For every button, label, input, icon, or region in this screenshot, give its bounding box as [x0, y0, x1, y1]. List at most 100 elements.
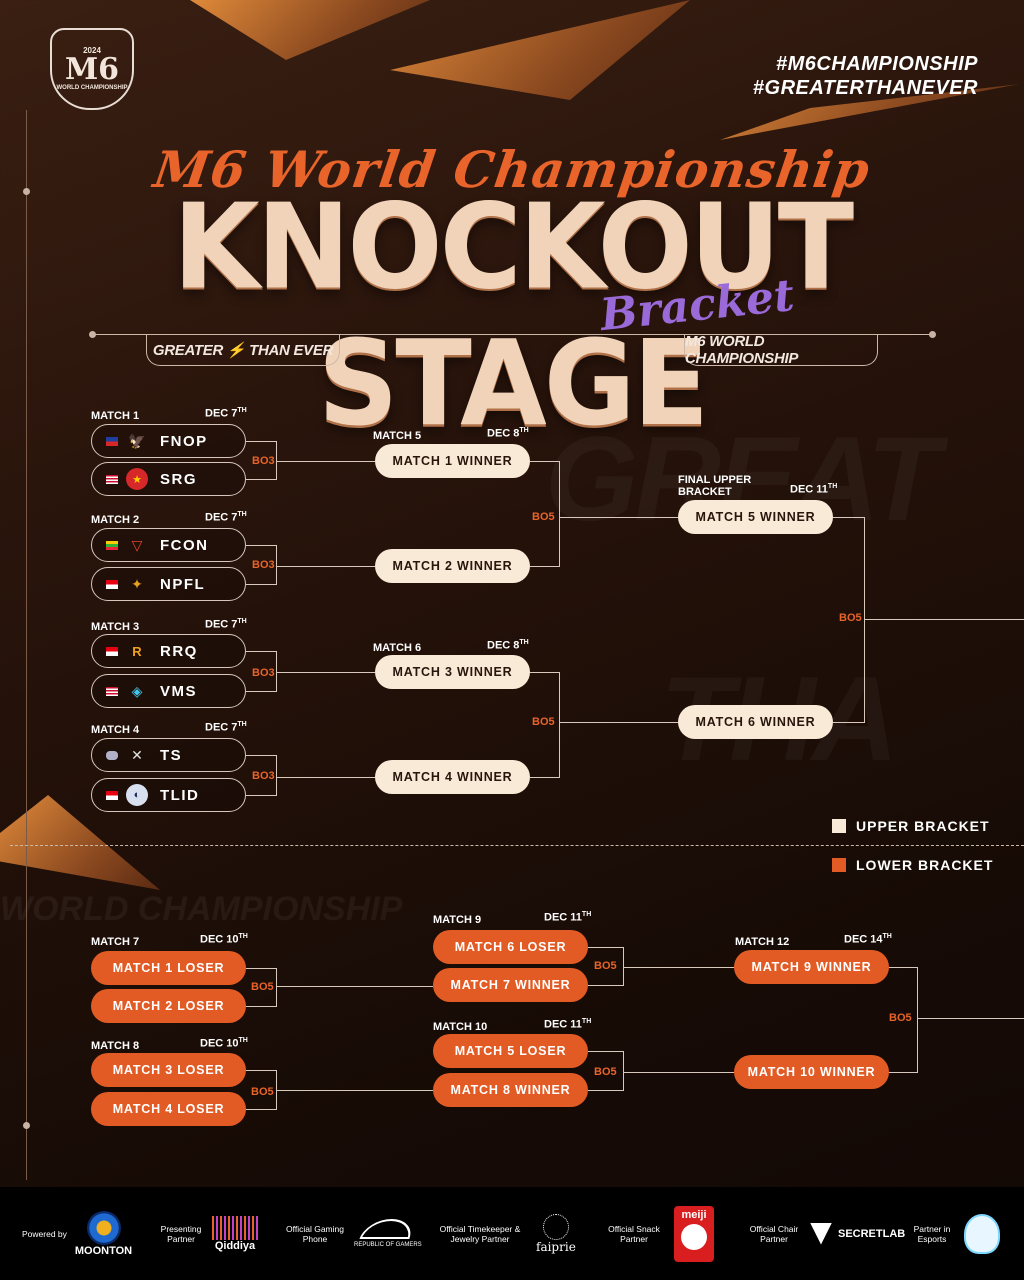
final-upper-label: FINAL UPPER BRACKET [678, 474, 752, 498]
rrq-icon: R [132, 643, 142, 659]
header-rule [92, 334, 932, 335]
slot-match-2-winner[interactable]: MATCH 2 WINNER [375, 549, 530, 583]
slot-match-5-winner[interactable]: MATCH 5 WINNER [678, 500, 833, 534]
match-8-date: DEC 10TH [200, 1037, 248, 1050]
match-10-format: BO5 [594, 1066, 617, 1078]
sponsor-caption: Official Chair Partner [749, 1223, 799, 1244]
connector [276, 777, 375, 778]
slot-match-7-winner[interactable]: MATCH 7 WINNER [433, 968, 588, 1002]
flag-my-icon [106, 474, 118, 484]
connector [246, 1006, 276, 1007]
slot-match-3-winner[interactable]: MATCH 3 WINNER [375, 655, 530, 689]
connector [588, 1090, 624, 1091]
sponsor-brand: faiprie [536, 1239, 576, 1254]
team-fcon[interactable]: ▽ FCON [91, 528, 246, 562]
mascot-icon [964, 1213, 1000, 1254]
match-2-format: BO3 [252, 559, 275, 571]
team-tlid[interactable]: ◐ TLID [91, 778, 246, 812]
frame-dot-1 [23, 188, 30, 195]
flag-id-icon [106, 646, 118, 656]
sponsor-brand: meiji [681, 1208, 707, 1221]
gold-shard-top [190, 0, 430, 60]
match-10-label: MATCH 10 [433, 1021, 488, 1033]
match-7-date: DEC 10TH [200, 933, 248, 946]
connector [559, 722, 678, 723]
connector [889, 1072, 918, 1073]
team-fnop[interactable]: 🦅 FNOP [91, 424, 246, 458]
connector [246, 479, 276, 480]
connector [276, 545, 277, 585]
match-9-format: BO5 [594, 960, 617, 972]
connector [276, 672, 375, 673]
logo-line: WORLD CHAMPIONSHIP [56, 85, 128, 91]
connector [889, 967, 918, 968]
sponsor-secretlab: Official Chair Partner SECRETLAB [744, 1187, 906, 1280]
team-npfl[interactable]: ✦ NPFL [91, 567, 246, 601]
hashtag-1: #M6CHAMPIONSHIP [776, 53, 978, 75]
connector [276, 1090, 433, 1091]
connector [246, 691, 276, 692]
match-12-format: BO5 [889, 1012, 912, 1024]
page-title: KNOCKOUT STAGE [172, 179, 854, 453]
connector [623, 1072, 734, 1073]
rule-dot-right [929, 331, 936, 338]
match-12-label: MATCH 12 [735, 936, 790, 948]
connector [623, 947, 624, 986]
flag-other-icon [106, 750, 118, 760]
slot-match-2-loser[interactable]: MATCH 2 LOSER [91, 989, 246, 1023]
logo-year: 2024 [83, 46, 101, 55]
vms-icon: ◈ [131, 682, 143, 699]
connector [530, 461, 560, 462]
legend-lower-swatch [832, 858, 846, 872]
connector [623, 1051, 624, 1091]
match-4-label: MATCH 4 [91, 724, 140, 736]
team-srg[interactable]: ★ SRG [91, 462, 246, 496]
match-6-date: DEC 8TH [487, 639, 529, 652]
team-rrq[interactable]: R RRQ [91, 634, 246, 668]
slot-match-1-winner[interactable]: MATCH 1 WINNER [375, 444, 530, 478]
match-12-date: DEC 14TH [844, 933, 892, 946]
fcon-icon: ▽ [131, 536, 143, 553]
team-ts[interactable]: ✕ TS [91, 738, 246, 772]
team-vms[interactable]: ◈ VMS [91, 674, 246, 708]
slot-match-10-winner[interactable]: MATCH 10 WINNER [734, 1055, 889, 1089]
legend-upper-swatch [832, 819, 846, 833]
connector [246, 755, 276, 756]
secretlab-logo-icon [810, 1222, 832, 1245]
match-3-format: BO3 [252, 667, 275, 679]
sponsor-meiji: Official Snack Partner meiji [604, 1187, 714, 1280]
slot-match-6-loser[interactable]: MATCH 6 LOSER [433, 930, 588, 964]
connector [559, 672, 560, 778]
moonton-logo-icon [86, 1210, 121, 1245]
connector [864, 619, 1024, 620]
slot-match-1-loser[interactable]: MATCH 1 LOSER [91, 951, 246, 985]
flag-mm-icon [106, 540, 118, 550]
slot-match-3-loser[interactable]: MATCH 3 LOSER [91, 1053, 246, 1087]
slot-match-6-winner[interactable]: MATCH 6 WINNER [678, 705, 833, 739]
connector [559, 517, 678, 518]
team-name: TLID [160, 786, 200, 804]
sponsor-caption: Official Gaming Phone [286, 1223, 344, 1244]
sponsor-brand: SECRETLAB [838, 1227, 906, 1240]
team-name: SRG [160, 470, 198, 488]
match-8-label: MATCH 8 [91, 1040, 140, 1052]
sponsor-faiprie: Official Timekeeper & Jewelry Partner fa… [432, 1187, 576, 1280]
connector [246, 441, 276, 442]
slot-match-8-winner[interactable]: MATCH 8 WINNER [433, 1073, 588, 1107]
slot-match-9-winner[interactable]: MATCH 9 WINNER [734, 950, 889, 984]
slot-match-4-winner[interactable]: MATCH 4 WINNER [375, 760, 530, 794]
slot-match-5-loser[interactable]: MATCH 5 LOSER [433, 1034, 588, 1068]
slot-match-4-loser[interactable]: MATCH 4 LOSER [91, 1092, 246, 1126]
connector [246, 545, 276, 546]
rule-dot-left [89, 331, 96, 338]
flag-id-icon [106, 579, 118, 589]
ts-icon: ✕ [131, 746, 143, 763]
flag-id-icon [106, 790, 118, 800]
sponsor-brand: MOONTON [74, 1244, 133, 1257]
connector [530, 672, 560, 673]
falcon-icon: 🦅 [128, 432, 146, 449]
sponsor-footer: Powered by MOONTON Presenting Partner Qi… [0, 1187, 1024, 1280]
frame-dot-2 [23, 1122, 30, 1129]
match-10-date: DEC 11TH [544, 1018, 592, 1031]
rog-eye-icon [359, 1219, 417, 1239]
